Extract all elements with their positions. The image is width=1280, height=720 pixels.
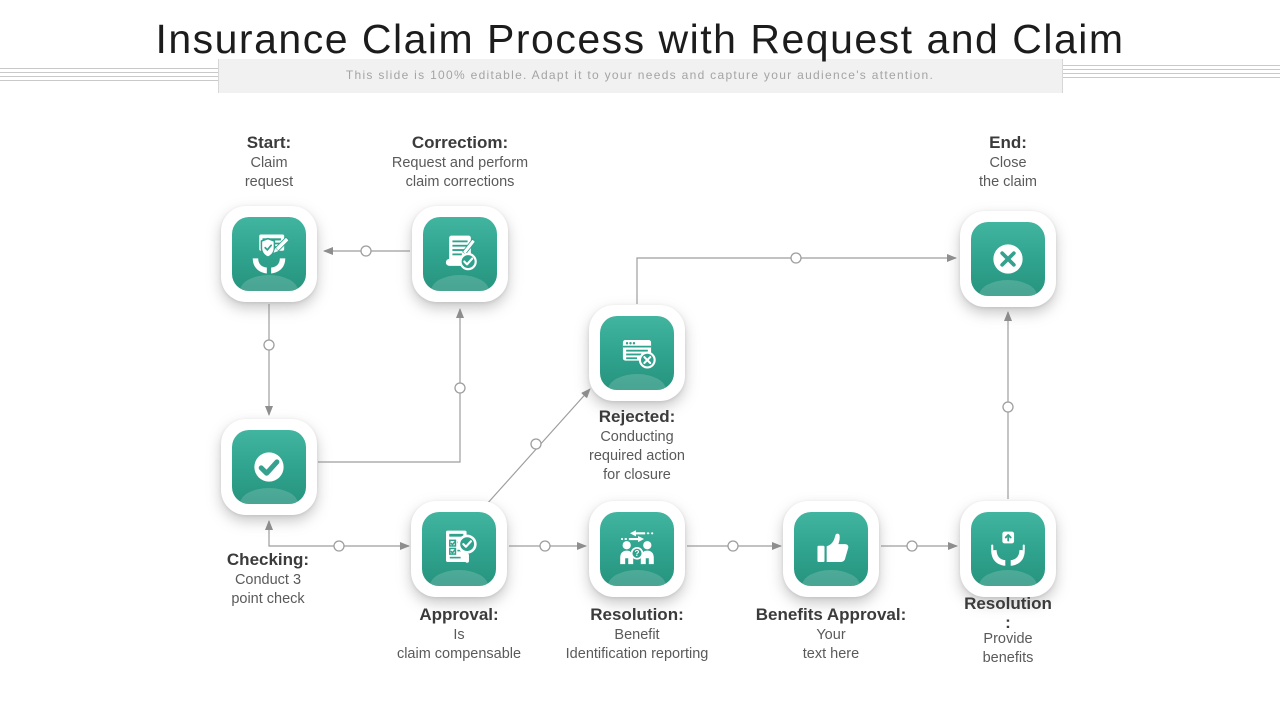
thumbs-up-icon — [794, 512, 868, 586]
node-line: Benefit — [614, 627, 660, 643]
node-title: Resolution: — [590, 605, 684, 624]
rejected-window-icon — [600, 316, 674, 390]
node-title-colon: : — [1005, 613, 1011, 632]
node-title: Rejected: — [598, 407, 676, 426]
decor-ruled-lines-left — [0, 68, 218, 82]
connector-joint — [790, 252, 802, 264]
node-line: Is — [453, 627, 465, 643]
node-benefits-approval — [783, 501, 879, 597]
node-title: Approval: — [419, 605, 499, 624]
node-title: Start: — [246, 133, 292, 152]
node-resolution1: ? — [589, 501, 685, 597]
label-correction: Correctiom: Request and perform claim co… — [370, 132, 550, 192]
node-resolution2 — [960, 501, 1056, 597]
label-end: End: Close the claim — [918, 132, 1098, 192]
label-resolution1: Resolution: Benefit Identification repor… — [547, 604, 727, 664]
close-claim-icon — [971, 222, 1045, 296]
node-title: Correctiom: — [411, 133, 509, 152]
label-resolution2: Resolution : Provide benefits — [918, 593, 1098, 668]
node-line: Request and perform — [391, 155, 529, 171]
node-start — [221, 206, 317, 302]
connector-checking-correction — [318, 308, 464, 463]
claim-request-icon — [232, 217, 306, 291]
connector-joint — [360, 245, 372, 257]
connector-rejected-end — [636, 254, 957, 304]
svg-text:?: ? — [635, 549, 640, 558]
node-line: Identification reporting — [565, 646, 709, 662]
connector-joint — [333, 540, 345, 552]
node-approval — [411, 501, 507, 597]
node-line: for closure — [603, 467, 671, 483]
label-approval: Approval: Is claim compensable — [369, 604, 549, 664]
connector-joint — [530, 438, 542, 450]
label-benefits-approval: Benefits Approval: Your text here — [741, 604, 921, 664]
node-end — [960, 211, 1056, 307]
node-title: Resolution — [964, 594, 1052, 613]
people-discussion-icon: ? — [600, 512, 674, 586]
node-line: text here — [802, 646, 860, 662]
connector-joint — [263, 339, 275, 351]
subtitle-band — [218, 59, 1063, 93]
node-line: claim compensable — [396, 646, 522, 662]
node-line: Conduct 3 — [234, 572, 302, 588]
decor-ruled-lines-right — [1063, 65, 1280, 79]
page-subtitle: This slide is 100% editable. Adapt it to… — [345, 68, 935, 82]
label-checking: Checking: Conduct 3 point check — [178, 549, 358, 609]
claim-review-icon — [422, 512, 496, 586]
node-line: claim corrections — [405, 174, 515, 190]
node-title: End: — [989, 133, 1027, 152]
connector-joint — [1002, 401, 1014, 413]
provide-benefits-icon — [971, 512, 1045, 586]
node-line: benefits — [982, 650, 1034, 666]
connector-joint — [454, 382, 466, 394]
node-line: point check — [231, 591, 305, 607]
label-rejected: Rejected: Conducting required action for… — [547, 406, 727, 485]
claim-correction-icon — [423, 217, 497, 291]
connector-approval-checking — [265, 520, 340, 547]
node-line: Close — [989, 155, 1027, 171]
node-line: Conducting — [600, 429, 674, 445]
connector-joint — [539, 540, 551, 552]
node-line: request — [244, 174, 294, 190]
node-line: Your — [816, 627, 846, 643]
node-line: Claim — [250, 155, 288, 171]
node-title: Benefits Approval: — [755, 605, 907, 624]
node-rejected — [589, 305, 685, 401]
label-start: Start: Claim request — [179, 132, 359, 192]
connector-joint — [906, 540, 918, 552]
node-correction — [412, 206, 508, 302]
node-line: required action — [589, 448, 685, 464]
node-title: Checking: — [226, 550, 310, 569]
page-title: Insurance Claim Process with Request and… — [155, 16, 1125, 62]
connector-joint — [727, 540, 739, 552]
node-checking — [221, 419, 317, 515]
check-circle-icon — [232, 430, 306, 504]
node-line: the claim — [978, 174, 1038, 190]
node-line: Provide — [983, 631, 1033, 647]
